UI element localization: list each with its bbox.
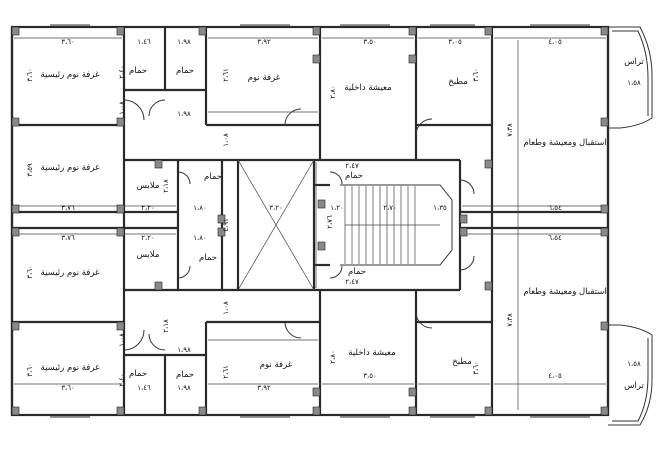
dim-label: ٢،٤٧ — [345, 162, 359, 170]
room-master-bedroom-label: غرفة نوم رئيسية — [41, 268, 100, 278]
stair-shaft — [237, 159, 453, 291]
dim-label: ٤،٠٥ — [548, 38, 562, 46]
dim-label: ١،٣٥ — [433, 204, 447, 212]
dim-label: ٤،٩١ — [222, 218, 230, 232]
dim-label: ٣،٥٩ — [26, 163, 34, 177]
dim-label: ١،٠٨ — [222, 133, 230, 147]
dimension-labels: ٣،٦٠ ١،٤٦ ١،٩٨ ٣،٩٢ ٣،٥٠ ٣،٠٥ ٤،٠٥ ١،٥٨ … — [26, 38, 641, 392]
room-kitchen-label: مطبخ — [448, 77, 468, 87]
dim-label: ٣،٦٠ — [472, 68, 480, 82]
dim-label: ٧،٣٨ — [506, 123, 514, 137]
room-terrace-label: تراس — [624, 57, 644, 67]
room-living-inner-label: معيشة داخلية — [344, 83, 391, 93]
dim-label: ٢،٤٠ — [118, 373, 126, 387]
dim-label: ٢،٦١ — [222, 365, 230, 379]
dim-label: ١،٠٨ — [222, 301, 230, 315]
dim-label: ١،٩٨ — [177, 346, 191, 354]
interior-walls — [12, 27, 608, 415]
dim-label: ٣،٧٦ — [61, 204, 75, 212]
stair-treads — [344, 186, 440, 264]
room-bedroom-label: غرفة نوم — [248, 73, 281, 83]
dim-label: ٣،٥٠ — [363, 38, 377, 46]
dim-label: ٢،٨٠ — [329, 350, 337, 364]
dim-label: ١،٤٦ — [137, 38, 151, 46]
dim-label: ١،٥٨ — [627, 79, 641, 87]
dim-label: ٣،٥٠ — [363, 372, 377, 380]
dim-label: ٤،٠٥ — [548, 372, 562, 380]
room-bathroom-label: حمام — [204, 172, 222, 182]
dim-label: ٣،٧٦ — [61, 234, 75, 242]
room-bathroom-label: حمام — [345, 171, 363, 181]
room-master-bedroom-label: غرفة نوم رئيسية — [41, 163, 100, 173]
windows — [50, 24, 590, 418]
terraces — [608, 26, 653, 426]
dim-label: ٣،٢٠ — [269, 204, 283, 212]
room-master-bedroom-label: غرفة نوم رئيسية — [41, 70, 100, 80]
room-terrace-label: تراس — [624, 381, 644, 391]
dim-label: ٢،٤٧ — [345, 278, 359, 286]
dimension-lines — [14, 37, 606, 410]
dim-label: ١،٨٠ — [193, 234, 207, 242]
dim-label: ٢،٢٠ — [141, 234, 155, 242]
dim-label: ٣،٦٠ — [61, 38, 75, 46]
dim-label: ٢،٤٠ — [118, 65, 126, 79]
room-bathroom-label: حمام — [199, 253, 217, 263]
dim-label: ٣،٩٢ — [257, 384, 271, 392]
dim-label: ١،٠٨ — [118, 101, 126, 115]
dim-label: ٢،٢٠ — [141, 204, 155, 212]
dim-label: ٣،٦٠ — [26, 68, 34, 82]
room-bathroom-label: حمام — [348, 267, 366, 277]
doors — [123, 99, 475, 351]
dim-label: ٣،٦٠ — [61, 384, 75, 392]
dim-label: ١،٩٨ — [177, 38, 191, 46]
dim-label: ٢،١٨ — [162, 179, 170, 193]
dim-label: ١،٨٠ — [193, 204, 207, 212]
dim-label: ١،٢٠ — [330, 204, 344, 212]
room-dressing-label: ملابس — [137, 250, 160, 260]
dim-label: ٦،٥٤ — [548, 234, 562, 242]
dim-label: ٢،١٨ — [162, 319, 170, 333]
room-bedroom-label: غرفة نوم — [260, 360, 293, 370]
room-master-bedroom-label: غرفة نوم رئيسية — [41, 363, 100, 373]
dim-label: ١،٠٨ — [118, 333, 126, 347]
dim-label: ١،٩٨ — [177, 110, 191, 118]
dim-label: ٣،٩٢ — [257, 38, 271, 46]
room-living-inner-label: معيشة داخلية — [348, 348, 395, 358]
room-kitchen-label: مطبخ — [452, 357, 472, 367]
dim-label: ٢،٨٠ — [329, 85, 337, 99]
dim-label: ٣،٦٠ — [26, 363, 34, 377]
room-reception-label: استقبال ومعيشة وطعام — [523, 138, 606, 148]
room-bathroom-label: حمام — [129, 369, 147, 379]
room-bathroom-label: حمام — [129, 66, 147, 76]
room-dressing-label: ملابس — [137, 181, 160, 191]
room-bathroom-label: حمام — [176, 370, 194, 380]
dim-label: ٣،٦٠ — [26, 265, 34, 279]
dim-label: ١،٩٨ — [177, 384, 191, 392]
dim-label: ٢،٧٦ — [326, 215, 334, 229]
room-bathroom-label: حمام — [176, 66, 194, 76]
dim-label: ٦،٥٤ — [548, 204, 562, 212]
dim-label: ٧،٣٨ — [506, 313, 514, 327]
dim-label: ١،٥٨ — [627, 360, 641, 368]
dim-label: ٢،٧٠ — [383, 204, 397, 212]
room-labels: غرفة نوم رئيسية غرفة نوم رئيسية غرفة نوم… — [41, 57, 645, 391]
exterior-walls — [10, 25, 610, 417]
columns — [11, 26, 609, 416]
dim-label: ٢،٦١ — [222, 68, 230, 82]
dim-label: ١،٤٦ — [137, 384, 151, 392]
dim-label: ٣،٦٠ — [472, 361, 480, 375]
room-reception-label: استقبال ومعيشة وطعام — [523, 287, 606, 297]
dim-label: ٣،٠٥ — [448, 38, 462, 46]
